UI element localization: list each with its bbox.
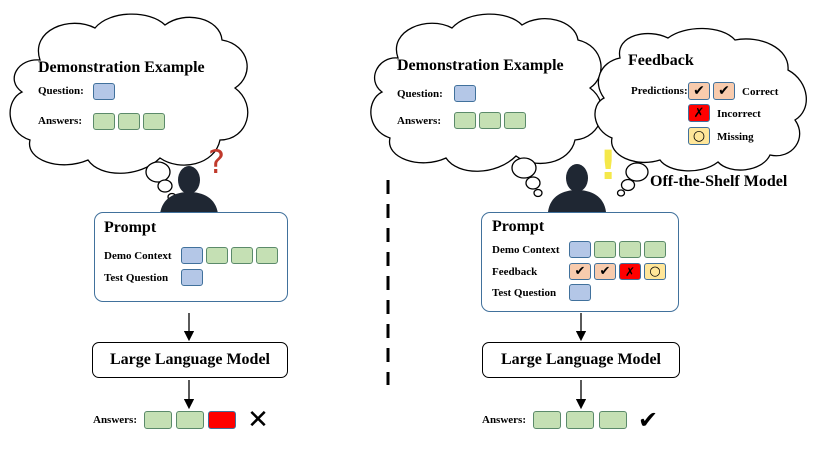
right-thought-cloud xyxy=(370,13,603,198)
left-answer-box-2 xyxy=(118,113,140,130)
right-test-question-box xyxy=(569,284,591,301)
left-test-question-label: Test Question xyxy=(104,272,169,284)
missing-label: Missing xyxy=(717,131,754,143)
exclamation-mark-icon: ! xyxy=(599,143,618,189)
right-cloud-title: Demonstration Example xyxy=(397,57,564,74)
right-feedback-correct-box-1: ✔ xyxy=(569,263,591,280)
left-person-icon xyxy=(160,166,218,214)
right-test-question-label: Test Question xyxy=(492,287,557,299)
right-prompt-title: Prompt xyxy=(492,218,545,235)
off-the-shelf-model-label: Off-the-Shelf Model xyxy=(650,173,788,190)
feedback-cloud-title: Feedback xyxy=(628,52,694,69)
correct-result-icon: ✔ xyxy=(637,406,659,434)
correct-label: Correct xyxy=(742,86,779,98)
right-question-label: Question: xyxy=(397,88,443,100)
right-answer-box-3 xyxy=(504,112,526,129)
left-prompt-title: Prompt xyxy=(104,219,157,236)
left-answers-label: Answers: xyxy=(38,115,82,127)
left-context-question-box xyxy=(181,247,203,264)
right-demo-context-label: Demo Context xyxy=(492,244,560,256)
prediction-incorrect-box: ✗ xyxy=(688,104,710,122)
left-output-wrong-answer-box xyxy=(208,411,236,429)
right-context-answer-box-2 xyxy=(619,241,641,258)
left-context-answer-box-3 xyxy=(256,247,278,264)
left-question-box xyxy=(93,83,115,100)
wrong-result-icon: ✕ xyxy=(247,405,269,435)
right-feedback-correct-box-2: ✔ xyxy=(594,263,616,280)
prediction-correct-box-1: ✔ xyxy=(688,82,710,100)
incorrect-label: Incorrect xyxy=(717,108,761,120)
right-feedback-missing-box: ○ xyxy=(644,263,666,280)
left-question-label: Question: xyxy=(38,85,84,97)
predictions-label: Predictions: xyxy=(631,85,688,97)
left-cloud-title: Demonstration Example xyxy=(38,59,205,76)
right-context-answer-box-3 xyxy=(644,241,666,258)
right-answer-box-2 xyxy=(479,112,501,129)
right-person-icon xyxy=(548,164,606,212)
right-context-question-box xyxy=(569,241,591,258)
right-output-answers-label: Answers: xyxy=(482,414,526,426)
left-context-answer-box-1 xyxy=(206,247,228,264)
right-answers-label: Answers: xyxy=(397,115,441,127)
left-answer-box-1 xyxy=(93,113,115,130)
right-feedback-label: Feedback xyxy=(492,266,538,278)
right-context-answer-box-1 xyxy=(594,241,616,258)
left-answer-box-3 xyxy=(143,113,165,130)
left-output-answer-box-2 xyxy=(176,411,204,429)
left-output-answers-label: Answers: xyxy=(93,414,137,426)
prediction-missing-box: ○ xyxy=(688,127,710,145)
left-thought-cloud xyxy=(9,13,249,202)
left-output-answer-box-1 xyxy=(144,411,172,429)
left-llm-box: Large Language Model xyxy=(92,342,288,378)
right-answer-box-1 xyxy=(454,112,476,129)
left-test-question-box xyxy=(181,269,203,286)
right-llm-box: Large Language Model xyxy=(482,342,680,378)
question-mark-icon: ? xyxy=(208,143,225,181)
left-context-answer-box-2 xyxy=(231,247,253,264)
right-feedback-incorrect-box: ✗ xyxy=(619,263,641,280)
right-output-answer-box-3 xyxy=(599,411,627,429)
right-output-answer-box-1 xyxy=(533,411,561,429)
right-question-box xyxy=(454,85,476,102)
left-demo-context-label: Demo Context xyxy=(104,250,172,262)
right-output-answer-box-2 xyxy=(566,411,594,429)
prediction-correct-box-2: ✔ xyxy=(713,82,735,100)
